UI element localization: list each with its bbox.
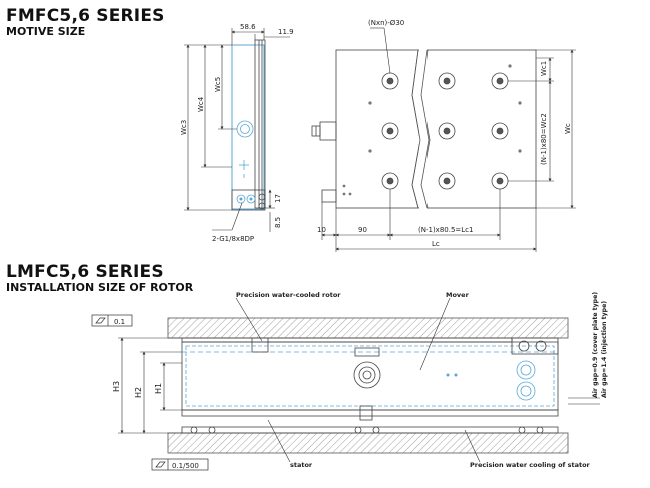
label-precision-rotor: Precision water-cooled rotor xyxy=(236,291,341,299)
dim-11: 11.9 xyxy=(278,28,294,36)
dim-h3: H3 xyxy=(112,381,121,392)
dim-58: 58.6 xyxy=(240,23,256,31)
dim-phi: (Nxn)-Ø30 xyxy=(368,19,404,27)
tolerance-frame-top xyxy=(91,314,133,327)
flatness-icon xyxy=(155,461,166,468)
dim-h2: H2 xyxy=(134,387,143,398)
hole-icon xyxy=(491,122,509,140)
tolerance-bottom: 0.1/500 xyxy=(172,462,199,470)
dim-10: 10 xyxy=(317,226,326,234)
mounting-holes xyxy=(342,64,522,196)
flatness-icon xyxy=(95,317,106,324)
label-mover: Mover xyxy=(446,291,470,299)
label-airgap-cover: Air gap=0.9 (cover plate type) xyxy=(592,292,599,398)
top-view xyxy=(311,40,537,218)
tolerance-top: 0.1 xyxy=(114,318,125,326)
side-view xyxy=(231,39,266,211)
motive-subtitle: MOTIVE SIZE xyxy=(6,25,86,38)
dim-85: 8.5 xyxy=(274,217,282,228)
rotor-title: LMFC5,6 SERIES xyxy=(6,262,164,282)
water-port-icon xyxy=(236,194,246,204)
top-dimensions xyxy=(321,27,576,252)
water-port-icon xyxy=(246,194,256,204)
hole-icon xyxy=(438,122,456,140)
label-precision-stator: Precision water cooling of stator xyxy=(470,461,591,469)
dim-17: 17 xyxy=(274,194,282,203)
hole-icon xyxy=(438,172,456,190)
dim-wc5: Wc5 xyxy=(214,77,222,92)
motive-title: FMFC5,6 SERIES xyxy=(6,6,165,26)
hole-icon xyxy=(438,72,456,90)
dim-wc3: Wc3 xyxy=(180,120,188,135)
label-stator: stator xyxy=(290,461,313,469)
side-dimensions xyxy=(184,28,290,232)
dim-lc1: (N-1)x80.5=Lc1 xyxy=(418,226,473,234)
connector-icon xyxy=(353,361,381,389)
tolerance-frame-bottom xyxy=(151,458,209,471)
dim-wc2: (N-1)x80=Wc2 xyxy=(540,113,548,165)
water-port-icon xyxy=(516,360,536,380)
dim-wc4: Wc4 xyxy=(197,96,205,112)
connector-icon xyxy=(236,120,254,138)
rotor-dimensions xyxy=(118,297,600,463)
dim-wc1: Wc1 xyxy=(540,61,548,76)
dim-lc: Lc xyxy=(432,240,440,248)
dim-wc: Wc xyxy=(564,123,572,134)
port-label: 2-G1/8x8DP xyxy=(212,235,254,243)
dim-h1: H1 xyxy=(154,383,163,394)
water-port-icon xyxy=(516,381,536,401)
hole-icon xyxy=(381,122,399,140)
dim-90: 90 xyxy=(358,226,367,234)
rotor-assembly xyxy=(167,317,569,454)
label-airgap-injection: Air gap=1.4 (injection type) xyxy=(601,301,608,398)
rotor-subtitle: INSTALLATION SIZE OF ROTOR xyxy=(6,281,194,294)
